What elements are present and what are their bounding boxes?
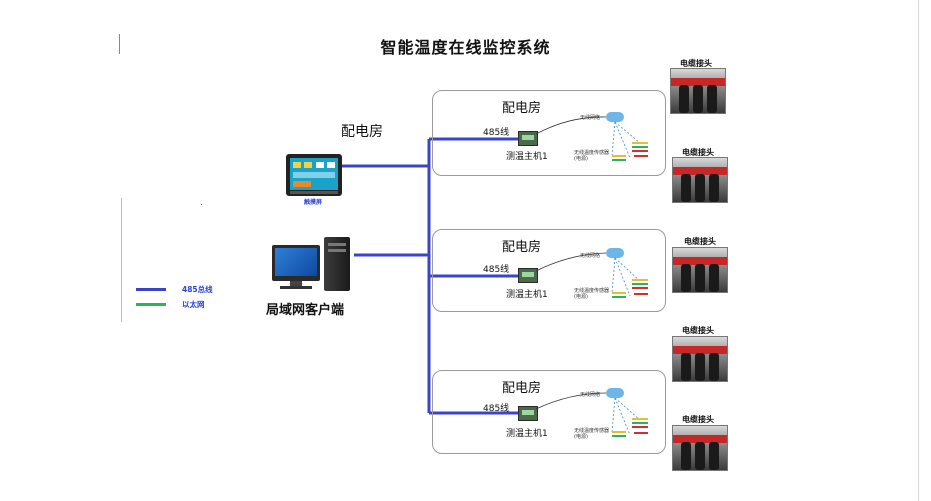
margin-line-top [119,34,120,54]
room-3-bus-label: 485线 [483,404,510,414]
room-2-host-label: 测温主机1 [506,290,548,300]
room-3-host-label: 测温主机1 [506,429,548,439]
photo-4-label: 电缆接头 [682,326,714,335]
legend-ethernet-label: 以太网 [182,300,205,309]
room-1-wireless-label: 无线网络 [580,115,601,121]
room-1-cloud-icon [606,112,624,122]
page-edge-line [918,0,919,501]
cable-joint-photo-2 [672,157,728,203]
left-room-label: 配电房 [341,124,383,140]
room-2-title: 配电房 [502,240,542,255]
cable-joint-photo-5 [672,425,728,471]
page-title: 智能温度在线监控系统 [380,38,551,57]
photo-5-label: 电缆接头 [682,415,714,424]
cable-joint-photo-4 [672,336,728,382]
room-3-host-icon [518,406,538,421]
legend-485-label: 485总线 [182,285,213,294]
photo-3-label: 电缆接头 [684,237,716,246]
room-1-title: 配电房 [502,101,542,116]
cable-joint-photo-1 [670,68,726,114]
room-1-bus-label: 485线 [483,128,510,138]
room-2-sensor-label: 无线温度传感器(电源) [574,288,610,300]
cable-joint-photo-3 [672,247,728,293]
room-3-title: 配电房 [502,381,542,396]
room-box-3 [432,370,666,454]
room-2-wireless-label: 无线网络 [580,253,601,259]
photo-1-label: 电缆接头 [680,59,712,68]
legend: 485总线 以太网 [136,284,226,314]
photo-2-label: 电缆接头 [682,148,714,157]
legend-485-line [136,288,166,291]
room-box-1 [432,90,666,176]
touchscreen-icon [286,154,342,196]
client-label: 局域网客户端 [266,303,345,318]
room-2-bus-label: 485线 [483,265,510,275]
legend-ethernet-line [136,303,166,306]
room-1-host-label: 测温主机1 [506,152,548,162]
touchscreen-label: 触摸屏 [304,199,323,206]
room-3-cloud-icon [606,388,624,398]
room-2-host-icon [518,268,538,283]
room-box-2 [432,229,666,312]
room-1-sensor-label: 无线温度传感器(电源) [574,150,610,162]
room-3-wireless-label: 无线网络 [580,392,601,398]
computer-icon [272,237,354,293]
room-3-sensor-label: 无线温度传感器(电源) [574,428,610,440]
room-1-host-icon [518,131,538,146]
margin-line-bottom [121,198,122,322]
room-2-cloud-icon [606,248,624,258]
dot-mark [201,204,202,205]
